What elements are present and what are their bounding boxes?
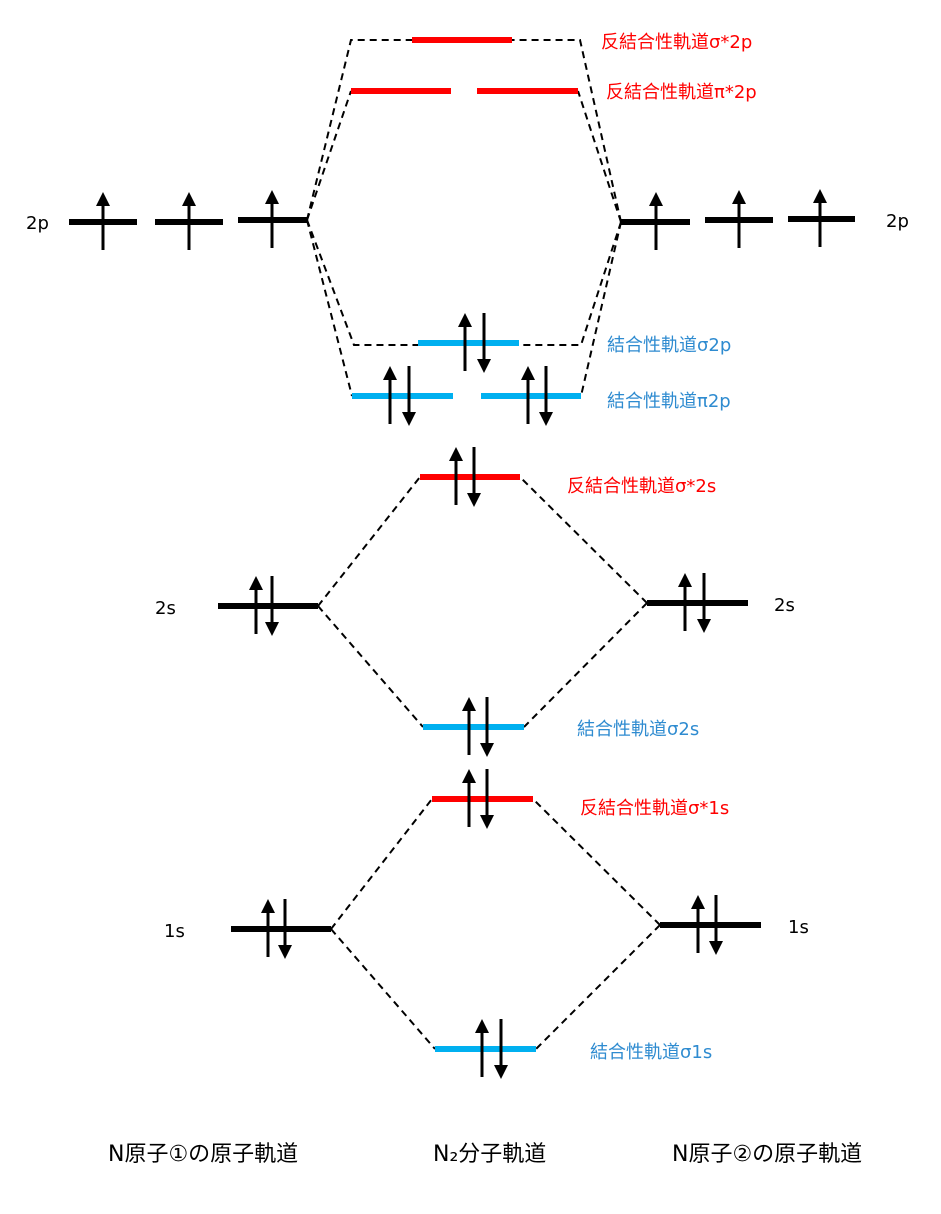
electron-up-arrow-L2p-1 [96,192,110,250]
electron-down-arrow-sigma_star_2s-1 [467,447,481,507]
mo-label-pi-star-2p: 反結合性軌道π*2p [606,82,757,103]
electron-up-arrow-sigma_star_2s-1 [449,447,463,505]
electron-down-arrow-pi_2p-1 [402,366,416,426]
mo-label-sigma-1s: 結合性軌道σ1s [590,1042,712,1063]
mo-label-sigma-star-1s: 反結合性軌道σ*1s [580,798,729,819]
column-label-center: N₂分子軌道 [433,1142,546,1167]
connector-r2p-sigma-2p [519,221,622,346]
electron-down-arrow-sigma_2s-1 [480,697,494,757]
electron-down-arrow-L1s-1 [278,899,292,959]
left-1s-label: 1s [164,921,185,942]
connector-r2s-sigma-star-2s [519,476,648,604]
connector-r1s-sigma-star-1s [532,798,661,926]
right-1s-label: 1s [788,917,809,938]
connector-l2p-sigma-star-2p [306,39,412,221]
left-2p-label: 2p [26,213,49,234]
right-2s-label: 2s [774,595,795,616]
connector-r2p-pi-star-2p [577,90,622,223]
electron-up-arrow-L2p-2 [182,192,196,250]
energy-levels [69,37,855,1052]
electron-up-arrow-L2s-1 [249,576,263,634]
mo-label-sigma-star-2s: 反結合性軌道σ*2s [567,476,716,497]
electron-up-arrow-R2s-1 [678,573,692,631]
electron-down-arrow-L2s-1 [265,576,279,636]
electron-up-arrow-R2p-3 [813,189,827,247]
electron-up-arrow-pi_2p-1 [383,366,397,424]
connector-l1s-sigma-1s [330,928,436,1050]
left-2s-label: 2s [155,598,176,619]
connector-l2p-pi-2p [306,219,353,397]
electron-up-arrow-R2p-2 [732,190,746,248]
electron-up-arrow-sigma_2p-1 [458,313,472,371]
electron-down-arrow-sigma_star_1s-1 [480,769,494,829]
mo-label-sigma-star-2p: 反結合性軌道σ*2p [601,32,752,53]
right-2p-label: 2p [886,211,909,232]
connector-l2p-sigma-2p [306,219,418,346]
electron-up-arrow-pi_2p-2 [521,366,535,424]
electron-down-arrow-pi_2p-2 [539,366,553,426]
electron-down-arrow-R1s-1 [709,895,723,955]
connector-r2p-pi-2p [580,221,622,397]
electrons [96,189,827,1079]
electron-up-arrow-sigma_2s-1 [462,697,476,755]
connector-r2s-sigma-2s [523,602,648,728]
electron-down-arrow-R2s-1 [697,573,711,633]
connector-l2p-pi-star-2p [306,90,352,221]
column-label-left: N原子①の原子軌道 [108,1142,298,1167]
electron-up-arrow-L1s-1 [261,899,275,957]
electron-up-arrow-R2p-1 [649,192,663,250]
mo-label-pi-2p: 結合性軌道π2p [607,391,731,412]
connector-l2s-sigma-2s [317,605,424,728]
correlation-lines [306,39,661,1050]
connector-l2s-sigma-star-2s [317,476,421,607]
electron-up-arrow-sigma_1s-1 [475,1019,489,1077]
electron-down-arrow-sigma_1s-1 [494,1019,508,1079]
electron-up-arrow-sigma_star_1s-1 [462,769,476,827]
mo-label-sigma-2s: 結合性軌道σ2s [577,719,699,740]
electron-up-arrow-L2p-3 [265,190,279,248]
connector-l1s-sigma-star-1s [330,798,433,930]
mo-label-sigma-2p: 結合性軌道σ2p [607,335,731,356]
electron-up-arrow-R1s-1 [691,895,705,953]
electron-down-arrow-sigma_2p-1 [477,313,491,373]
column-label-right: N原子②の原子軌道 [672,1142,862,1167]
connector-r2p-sigma-star-2p [512,39,622,223]
connector-r1s-sigma-1s [535,924,661,1050]
